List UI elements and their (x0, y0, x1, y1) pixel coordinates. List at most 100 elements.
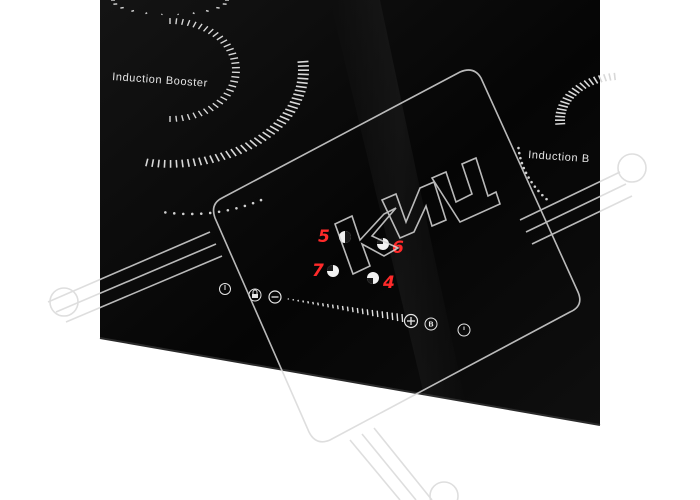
slider-tick (336, 305, 339, 310)
ring-tick (186, 158, 190, 167)
ring-tick (555, 122, 566, 125)
ring-tick (198, 157, 203, 166)
ring-dot (259, 198, 263, 202)
minus-button[interactable] (268, 290, 282, 304)
ring-tick (282, 111, 293, 118)
ring-dot (517, 151, 521, 155)
ring-tick (192, 112, 197, 119)
power-slider[interactable] (287, 298, 404, 323)
ring-tick (295, 85, 307, 89)
ring-tick (608, 73, 612, 81)
ring-tick (555, 115, 566, 118)
timer-icon (457, 323, 471, 337)
slider-tick (361, 308, 364, 315)
ring-tick (269, 125, 280, 132)
ring-tick (202, 25, 209, 32)
ring-tick (209, 155, 215, 164)
right-zone-ring (554, 72, 617, 125)
ring-tick (240, 144, 248, 153)
ring-dot (164, 211, 167, 214)
ring-dot (199, 212, 203, 215)
slider-tick (341, 305, 344, 311)
ring-tick (181, 159, 184, 168)
ring-dot (217, 210, 221, 214)
ring-dot (519, 156, 522, 160)
ring-tick (228, 84, 237, 88)
minus-icon (268, 290, 282, 304)
ring-tick (297, 77, 309, 80)
ring-tick (175, 115, 178, 122)
ring-tick (177, 13, 180, 16)
ring-dot (530, 180, 533, 184)
slider-tick (366, 309, 369, 316)
zone-display-top-left[interactable]: 5 (318, 227, 351, 247)
ring-tick (297, 60, 309, 63)
ring-tick (579, 82, 587, 90)
ring-tick (228, 52, 237, 56)
ring-tick (249, 139, 258, 147)
ring-dot (243, 204, 247, 208)
ring-tick (592, 76, 599, 84)
ring-tick (202, 108, 209, 115)
ring-tick (145, 158, 149, 167)
ring-tick (231, 75, 240, 79)
ring-tick (225, 150, 232, 159)
slider-tick (287, 298, 290, 300)
slider-tick (292, 298, 295, 301)
ring-tick (279, 115, 290, 121)
ring-tick (186, 113, 191, 121)
slider-tick (302, 300, 305, 303)
slider-tick (312, 301, 315, 305)
zone-digit: 7 (312, 261, 324, 281)
booster-button[interactable]: B (424, 317, 438, 331)
ring-tick (262, 131, 272, 139)
slider-tick (346, 306, 349, 312)
plus-button[interactable] (403, 313, 419, 329)
slider-tick (331, 304, 334, 309)
ring-tick (216, 35, 224, 41)
slider-tick (317, 302, 320, 306)
power-button[interactable] (219, 283, 231, 295)
ring-tick (294, 89, 306, 93)
slider-tick (356, 307, 359, 314)
ring-tick (223, 92, 231, 97)
power-icon (219, 283, 231, 295)
slider-tick (381, 311, 384, 319)
ring-tick (568, 90, 577, 97)
plus-icon (403, 313, 419, 329)
ring-tick (558, 104, 569, 108)
ring-tick (197, 23, 203, 30)
ring-dot (235, 206, 238, 210)
ring-tick (160, 13, 163, 16)
ring-dot (208, 211, 212, 215)
right-zone-dots (517, 146, 548, 201)
ring-tick (151, 159, 155, 168)
ring-tick (192, 12, 195, 15)
ring-tick (231, 61, 240, 65)
booster-icon (424, 317, 438, 331)
ring-dot (533, 185, 537, 188)
ring-tick (212, 31, 219, 38)
ring-tick (291, 97, 303, 102)
zone-display-bottom-right[interactable]: 4 (367, 272, 395, 293)
ring-tick (555, 111, 566, 115)
ring-tick (556, 107, 567, 112)
ring-tick (207, 28, 214, 35)
zone-digit: 5 (318, 227, 330, 247)
ring-tick (560, 100, 570, 105)
zone-digit: 4 (382, 273, 395, 293)
glass-edge (99, 337, 601, 426)
ring-tick (565, 93, 575, 100)
slider-tick (376, 310, 379, 318)
slider-tick (401, 313, 404, 323)
timer-button[interactable] (457, 323, 471, 337)
ring-tick (220, 96, 228, 101)
ring-dot (190, 212, 194, 216)
zone-display-bottom-left[interactable]: 7 (312, 261, 339, 281)
ring-tick (205, 9, 209, 13)
ring-tick (197, 110, 203, 117)
left-zone-inner-ring (111, 0, 240, 122)
ring-tick (214, 153, 220, 162)
ring-tick (192, 21, 197, 28)
ring-tick (603, 73, 608, 82)
